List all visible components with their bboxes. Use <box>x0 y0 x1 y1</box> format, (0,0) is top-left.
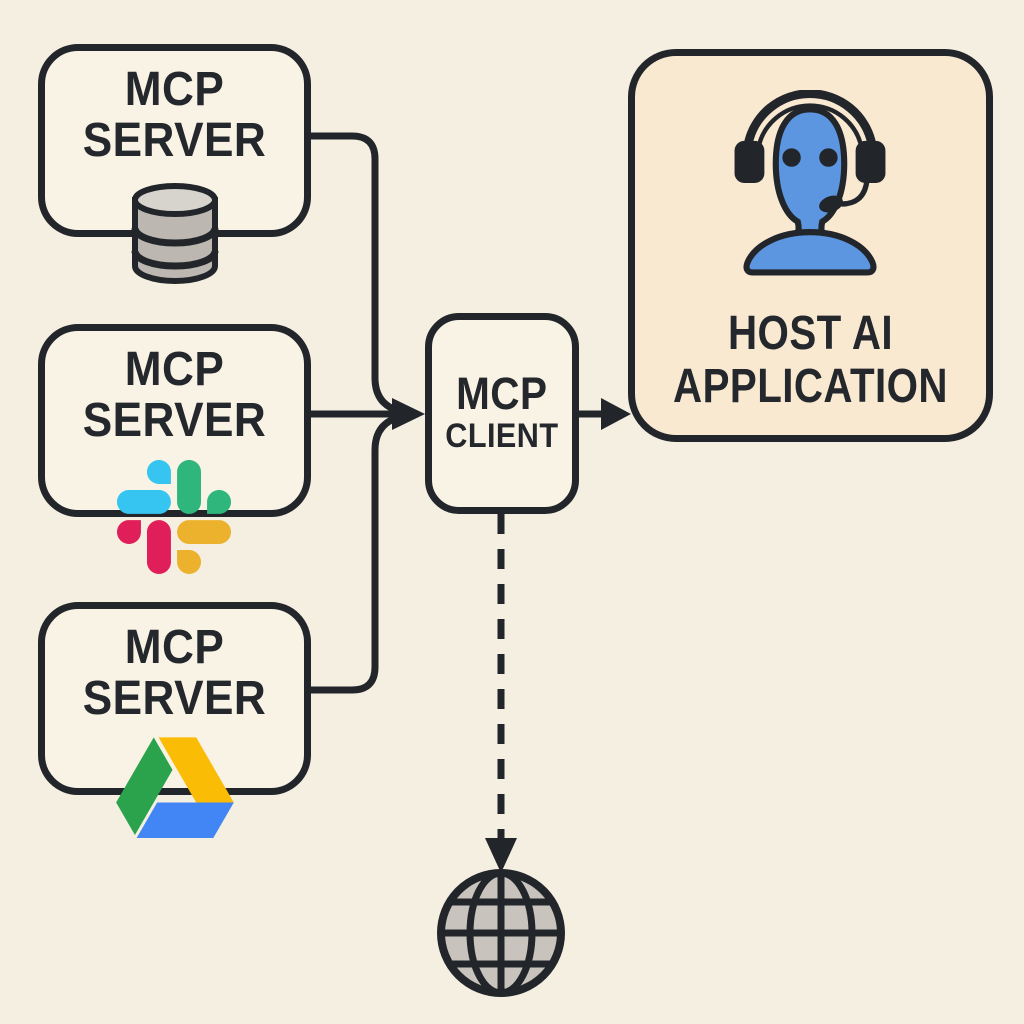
database-icon <box>131 183 218 284</box>
slack-blue-pill <box>116 489 171 514</box>
slack-yellow-pill <box>176 520 231 545</box>
database-band <box>131 227 218 247</box>
slack-green-pill <box>176 460 201 514</box>
node-label: HOST AI APPLICATION <box>663 307 958 414</box>
agent-eye-right <box>819 148 838 167</box>
drive-yellow-side <box>158 737 234 803</box>
node-label: MCP SERVER <box>55 63 293 167</box>
node-label-line2: APPLICATION <box>673 359 948 413</box>
arrowhead-into-globe <box>485 838 517 873</box>
node-mcp-client: MCP CLIENT <box>425 313 579 514</box>
arrowhead-into-client <box>392 398 425 430</box>
slack-icon <box>116 460 231 574</box>
node-label-line1: MCP <box>124 621 225 674</box>
headset-earcup-right <box>855 140 886 183</box>
connector-server1-client <box>311 132 401 415</box>
google-drive-icon <box>115 737 234 838</box>
node-mcp-server-drive: MCP SERVER <box>38 602 311 838</box>
drive-blue-side <box>136 802 234 838</box>
node-label-line1: MCP <box>124 63 225 116</box>
slack-red-dot <box>116 520 141 545</box>
agent-torso <box>743 229 877 276</box>
node-label-line1: HOST AI <box>728 307 893 360</box>
node-label-line1: MCP <box>124 343 225 396</box>
node-label: MCP SERVER <box>55 343 293 447</box>
globe-icon <box>437 869 565 997</box>
connector-server3-client <box>311 413 401 694</box>
node-label: MCP SERVER <box>55 621 293 725</box>
node-mcp-server-slack: MCP SERVER <box>38 324 311 574</box>
slack-red-pill <box>146 520 171 574</box>
headset-band-inner <box>755 103 865 151</box>
agent-eye-left <box>782 148 801 167</box>
database-top-face <box>131 183 218 217</box>
slack-yellow-dot <box>176 550 201 574</box>
node-label-line2: SERVER <box>82 671 267 725</box>
slack-green-dot <box>206 489 231 514</box>
slack-blue-dot <box>146 460 171 484</box>
drive-green-side <box>115 737 173 836</box>
headset-earcup-left <box>734 140 765 183</box>
node-label-line2: SERVER <box>82 113 267 167</box>
headset-mic-boom <box>841 179 870 207</box>
node-host-ai-application: HOST AI APPLICATION <box>628 49 993 442</box>
node-mcp-server-database: MCP SERVER <box>38 44 311 284</box>
support-agent-icon <box>734 90 886 276</box>
node-label-line2: CLIENT <box>445 416 559 455</box>
headset-mic-capsule <box>819 195 843 213</box>
agent-head <box>772 106 848 241</box>
node-label-line2: SERVER <box>82 393 267 447</box>
database-band <box>131 250 218 270</box>
arrowhead-into-host <box>601 398 631 430</box>
node-label-line1: MCP <box>456 367 548 419</box>
headset-band-outer <box>743 90 877 146</box>
